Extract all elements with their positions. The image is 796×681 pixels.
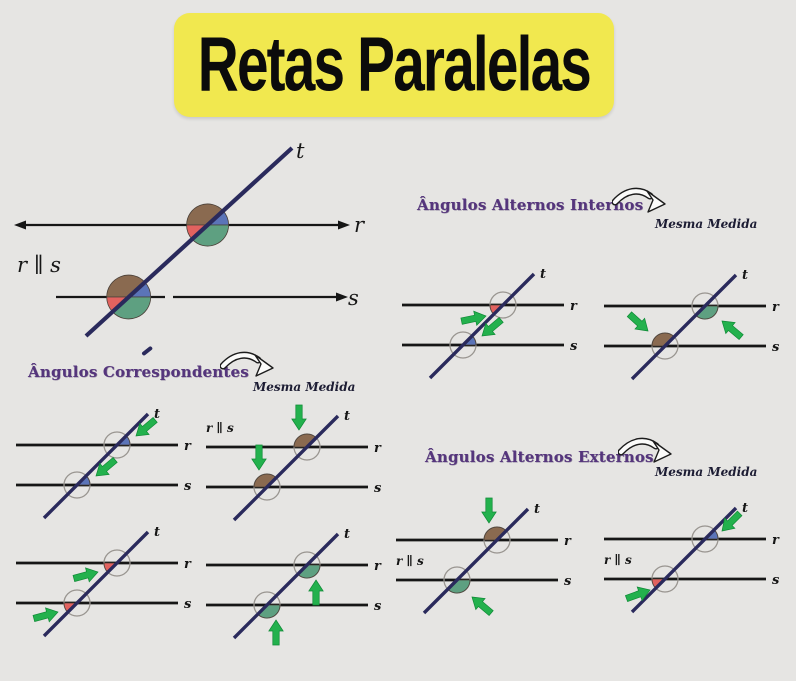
green-arrow-icon bbox=[291, 404, 307, 431]
mini-diagram-alternos-externos-1: t r s r ∥ s bbox=[396, 497, 572, 617]
note-alternos-internos: Mesma Medida bbox=[655, 217, 758, 231]
label-t: t bbox=[534, 502, 540, 517]
label-t: t bbox=[154, 525, 160, 540]
green-arrow-icon bbox=[268, 619, 284, 646]
transversal-t bbox=[422, 507, 530, 615]
label-t: t bbox=[296, 139, 305, 163]
curved-arrow-head bbox=[652, 440, 672, 463]
label-parallel: r ∥ s bbox=[17, 253, 61, 277]
mini-diagram-alternos-internos-2: t r s bbox=[604, 268, 780, 381]
green-arrow-icon bbox=[624, 586, 651, 603]
label-parallel: r ∥ s bbox=[206, 421, 234, 435]
label-t: t bbox=[154, 407, 160, 422]
label-r: r bbox=[374, 559, 382, 574]
transversal-t bbox=[630, 273, 738, 381]
label-t: t bbox=[742, 501, 748, 516]
green-arrow-icon bbox=[471, 596, 494, 617]
line-r-right-arrowhead bbox=[338, 220, 350, 230]
curved-arrow bbox=[611, 187, 666, 213]
label-s: s bbox=[564, 574, 572, 589]
label-s: s bbox=[772, 573, 780, 588]
note-alternos-externos: Mesma Medida bbox=[655, 465, 758, 479]
section-title-alternos-externos: Ângulos Alternos Externos bbox=[425, 448, 654, 466]
mini-diagram-alternos-externos-2: t r s r ∥ s bbox=[604, 501, 780, 614]
angle-wedge-green bbox=[191, 224, 230, 247]
label-r: r bbox=[354, 213, 366, 237]
mini-diagram-correspondentes-4: t r s bbox=[206, 527, 382, 646]
angle-wedge-brown bbox=[106, 274, 146, 298]
green-arrow-icon bbox=[95, 456, 118, 477]
label-s: s bbox=[184, 479, 192, 494]
angle-wedge-green bbox=[111, 296, 152, 320]
green-arrow-icon bbox=[251, 444, 267, 471]
curved-arrow-icon bbox=[611, 186, 668, 224]
label-r: r bbox=[184, 439, 192, 454]
label-t: t bbox=[742, 268, 748, 283]
curved-arrow-body-inner bbox=[220, 353, 261, 369]
label-r: r bbox=[772, 533, 780, 548]
curved-arrow bbox=[617, 437, 672, 463]
label-r: r bbox=[570, 299, 578, 314]
curved-arrow-head bbox=[254, 354, 274, 377]
label-r: r bbox=[184, 557, 192, 572]
title-banner: Retas Paralelas bbox=[174, 13, 614, 117]
green-arrow-icon bbox=[626, 311, 649, 332]
green-arrow-icon bbox=[308, 579, 324, 606]
curved-arrow bbox=[219, 351, 274, 377]
mini-diagram-correspondentes-1: t r s bbox=[16, 407, 192, 520]
angle-wedge-brown bbox=[186, 203, 224, 226]
transversal-t bbox=[232, 414, 340, 522]
label-s: s bbox=[348, 286, 359, 310]
transversal-t bbox=[84, 146, 294, 338]
green-arrow-icon bbox=[460, 310, 487, 327]
page-title: Retas Paralelas bbox=[197, 22, 592, 108]
label-s: s bbox=[374, 481, 382, 496]
label-s: s bbox=[374, 599, 382, 614]
green-arrow-icon bbox=[481, 316, 504, 337]
label-s: s bbox=[184, 597, 192, 612]
green-arrow-icon bbox=[721, 320, 744, 341]
curved-arrow-icon bbox=[617, 436, 674, 474]
transversal-t bbox=[42, 412, 150, 520]
transversal-t bbox=[630, 506, 738, 614]
curved-arrow-head bbox=[646, 190, 666, 213]
section-title-correspondentes: Ângulos Correspondentes bbox=[28, 363, 249, 381]
label-t: t bbox=[344, 409, 350, 424]
mini-diagram-alternos-internos-1: t r s bbox=[402, 267, 578, 380]
label-t: t bbox=[540, 267, 546, 282]
label-parallel: r ∥ s bbox=[396, 554, 424, 568]
line-r-left-arrowhead bbox=[14, 220, 26, 230]
note-correspondentes: Mesma Medida bbox=[253, 380, 356, 394]
transversal-t bbox=[232, 532, 340, 640]
label-t: t bbox=[344, 527, 350, 542]
label-s: s bbox=[772, 340, 780, 355]
green-arrow-icon bbox=[721, 510, 743, 532]
green-arrow-icon bbox=[32, 607, 59, 623]
line-s-right-arrowhead bbox=[336, 292, 348, 302]
mini-diagram-correspondentes-2: t r s r ∥ s bbox=[206, 404, 382, 522]
curved-arrow-body-inner bbox=[612, 189, 653, 205]
label-r: r bbox=[772, 300, 780, 315]
transversal-t bbox=[42, 530, 150, 638]
mini-diagram-correspondentes-3: t r s bbox=[16, 525, 192, 638]
green-arrow-icon bbox=[481, 497, 497, 524]
label-s: s bbox=[570, 339, 578, 354]
curved-arrow-icon bbox=[219, 350, 276, 388]
label-r: r bbox=[374, 441, 382, 456]
curved-arrow-body-inner bbox=[618, 439, 659, 455]
label-r: r bbox=[564, 534, 572, 549]
main-diagram: t r s r ∥ s bbox=[14, 139, 366, 338]
section-title-alternos-internos: Ângulos Alternos Internos bbox=[417, 196, 644, 214]
green-arrow-icon bbox=[135, 416, 158, 437]
transversal-t bbox=[428, 272, 536, 380]
green-arrow-icon bbox=[72, 567, 99, 583]
label-parallel: r ∥ s bbox=[604, 553, 632, 567]
